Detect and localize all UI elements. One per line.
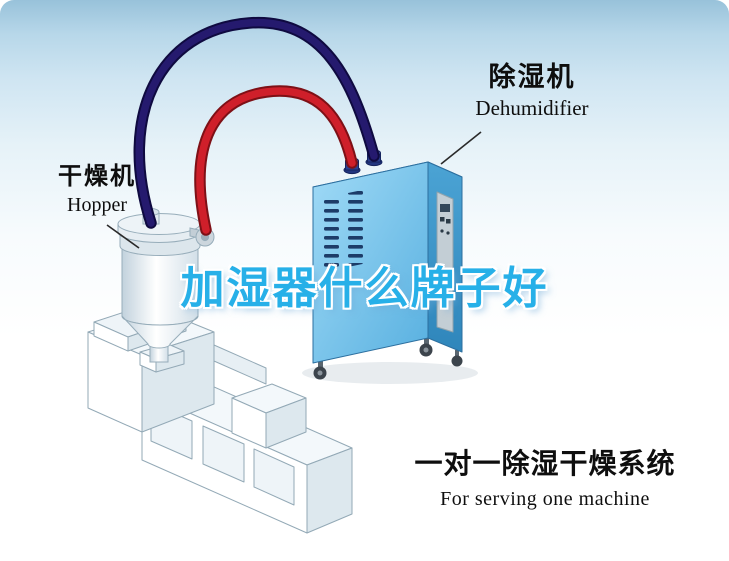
panel-button (446, 219, 451, 224)
hose-navy (135, 18, 378, 227)
dehumidifier-label: 除湿机 Dehumidifier (450, 62, 614, 120)
return-air-hose-red (194, 85, 358, 236)
extruder-barrel (213, 344, 267, 385)
feed-collar-side (155, 350, 185, 373)
hopper-dryer (117, 208, 215, 363)
panel-display (440, 204, 450, 212)
leader-line-dehumidifier (440, 131, 482, 165)
floor-shadow (302, 362, 478, 384)
vent-grille (324, 188, 372, 272)
panel-knob (446, 231, 450, 235)
system-caption: 一对一除湿干燥系统 For serving one machine (394, 448, 696, 511)
panel-knob (440, 229, 444, 233)
caster-wheel (451, 355, 463, 367)
dehumidifier-label-cn: 除湿机 (488, 62, 576, 92)
control-panel (436, 191, 454, 333)
system-caption-cn: 一对一除湿干燥系统 (414, 448, 676, 479)
dehumidifier-unit (302, 149, 478, 384)
extruder-machine (87, 302, 353, 534)
caster-wheels (313, 338, 463, 380)
system-caption-en: For serving one machine (440, 488, 650, 511)
hose-red (196, 87, 356, 234)
top-box-side (265, 397, 307, 449)
hopper-label: 干燥机 Hopper (36, 163, 158, 217)
cabinet-panel (202, 425, 245, 483)
leader-line-hopper (106, 224, 140, 249)
panel-button (440, 217, 445, 222)
cabinet-panel (253, 448, 295, 506)
hopper-cone (121, 314, 199, 349)
cabinet-end (306, 447, 353, 534)
hopper-label-cn: 干燥机 (58, 163, 136, 190)
hopper-label-en: Hopper (67, 193, 127, 216)
leader-lines (106, 131, 482, 249)
watermark-text: 加湿器什么牌子好 (180, 264, 549, 313)
dehumidifier-label-en: Dehumidifier (475, 96, 589, 121)
supply-air-hose-navy (133, 16, 380, 229)
